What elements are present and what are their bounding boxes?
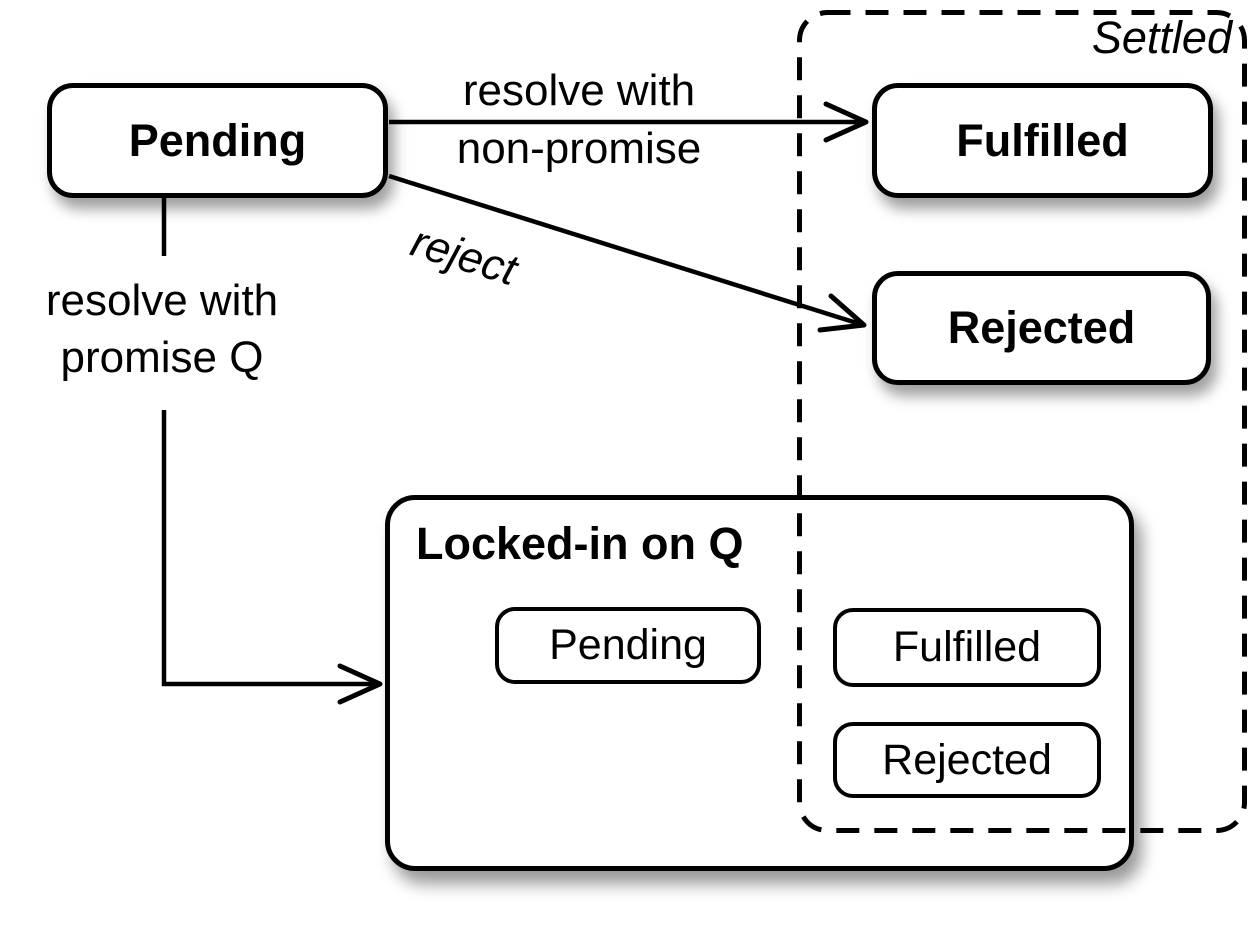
inner-state-pending-label: Pending <box>549 621 707 669</box>
transition-label-resolve-non-promise: resolve with non-promise <box>428 62 730 178</box>
inner-state-fulfilled-label: Fulfilled <box>892 623 1042 671</box>
state-fulfilled-label: Fulfilled <box>956 114 1129 166</box>
arrow-resolve-non-promise-head <box>823 101 869 143</box>
locked-in-region-title: Locked-in on Q <box>416 518 744 569</box>
arrow-resolve-promise-head <box>337 663 383 705</box>
settled-region-label: Settled <box>1091 12 1232 63</box>
arrow-resolve-promise-line-lower <box>161 410 374 687</box>
inner-state-rejected-label: Rejected <box>882 735 1052 784</box>
transition-label-resolve-promise-line2: promise Q <box>60 333 264 382</box>
transition-label-reject: reject <box>405 216 523 296</box>
state-pending-box: Pending <box>47 83 388 198</box>
transition-label-resolve-promise: resolve with promise Q <box>14 272 310 386</box>
transition-label-resolve-non-promise-line1: resolve with <box>462 66 696 115</box>
inner-state-pending-box: Pending <box>495 607 761 684</box>
state-rejected-label: Rejected <box>947 302 1136 353</box>
transition-label-resolve-non-promise-line2: non-promise <box>456 124 702 173</box>
state-fulfilled-box: Fulfilled <box>872 83 1213 198</box>
arrow-reject-head <box>817 293 867 333</box>
inner-state-fulfilled-box: Fulfilled <box>833 608 1101 687</box>
state-pending-label: Pending <box>128 114 307 166</box>
transition-label-resolve-promise-line1: resolve with <box>45 276 279 325</box>
inner-state-rejected-box: Rejected <box>833 722 1101 798</box>
state-rejected-box: Rejected <box>872 271 1211 385</box>
